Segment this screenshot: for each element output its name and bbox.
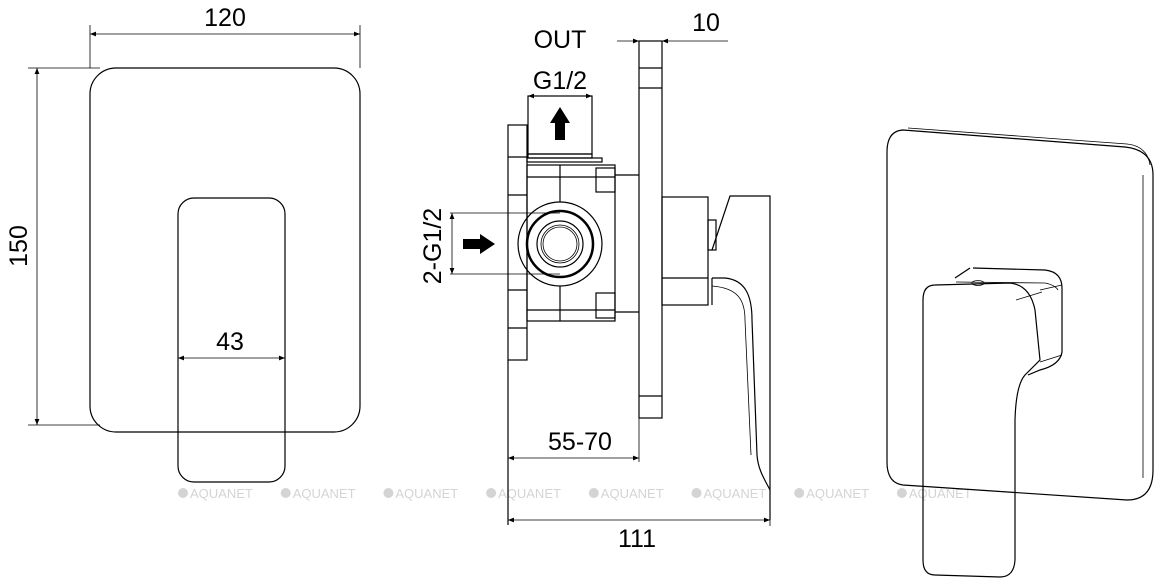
watermark-logo-icon [178, 488, 188, 498]
watermark-logo-icon [691, 488, 702, 498]
handle-width-dimension-label: 43 [216, 328, 244, 356]
watermark-text: AQUANET [395, 486, 458, 501]
inlet-thread-label: 2-G1/2 [419, 208, 447, 284]
width-dimension-label: 120 [204, 4, 246, 32]
inlet-arrow-right-icon [463, 234, 495, 254]
watermark-text: AQUANET [498, 486, 561, 501]
watermark-logo-icon [280, 488, 291, 498]
height-dimension-label: 150 [5, 225, 33, 267]
watermark-text: AQUANET [190, 486, 253, 501]
watermark-text: AQUANET [601, 486, 664, 501]
watermark-logo-icon [486, 488, 497, 498]
side-view: 10 OUT G1/2 2-G1/2 55-70 [419, 9, 771, 553]
cover-plate [89, 67, 361, 433]
wall-depth-label: 55-70 [548, 428, 612, 456]
handle-front [177, 197, 286, 483]
handle-base [661, 196, 709, 306]
watermark-text: AQUANET [909, 486, 972, 501]
cover-plate-perspective [886, 129, 1154, 501]
watermark-logo-icon [383, 488, 394, 498]
wall-plate-section [638, 40, 663, 419]
outlet-label: OUT [534, 26, 587, 54]
inlet-port-outer [517, 201, 603, 287]
watermark-row: AQUANET AQUANET AQUANET AQUANET AQUANET AQUAN… [178, 486, 972, 501]
watermark-text: AQUANET [704, 486, 767, 501]
outlet-thread-label: G1/2 [533, 67, 587, 95]
watermark-text: AQUANET [806, 486, 869, 501]
watermark-logo-icon [794, 488, 805, 498]
handle-lever-side [711, 195, 771, 520]
watermark-logo-icon [588, 488, 599, 498]
total-depth-label: 111 [618, 525, 656, 553]
watermark-text: AQUANET [293, 486, 356, 501]
plate-thickness-label: 10 [692, 9, 720, 37]
handle-perspective [922, 282, 1041, 578]
perspective-view [886, 127, 1154, 578]
front-view: 120 150 43 [5, 4, 361, 483]
outlet-arrow-up-icon [550, 107, 570, 140]
watermark-logo-icon [896, 488, 907, 498]
